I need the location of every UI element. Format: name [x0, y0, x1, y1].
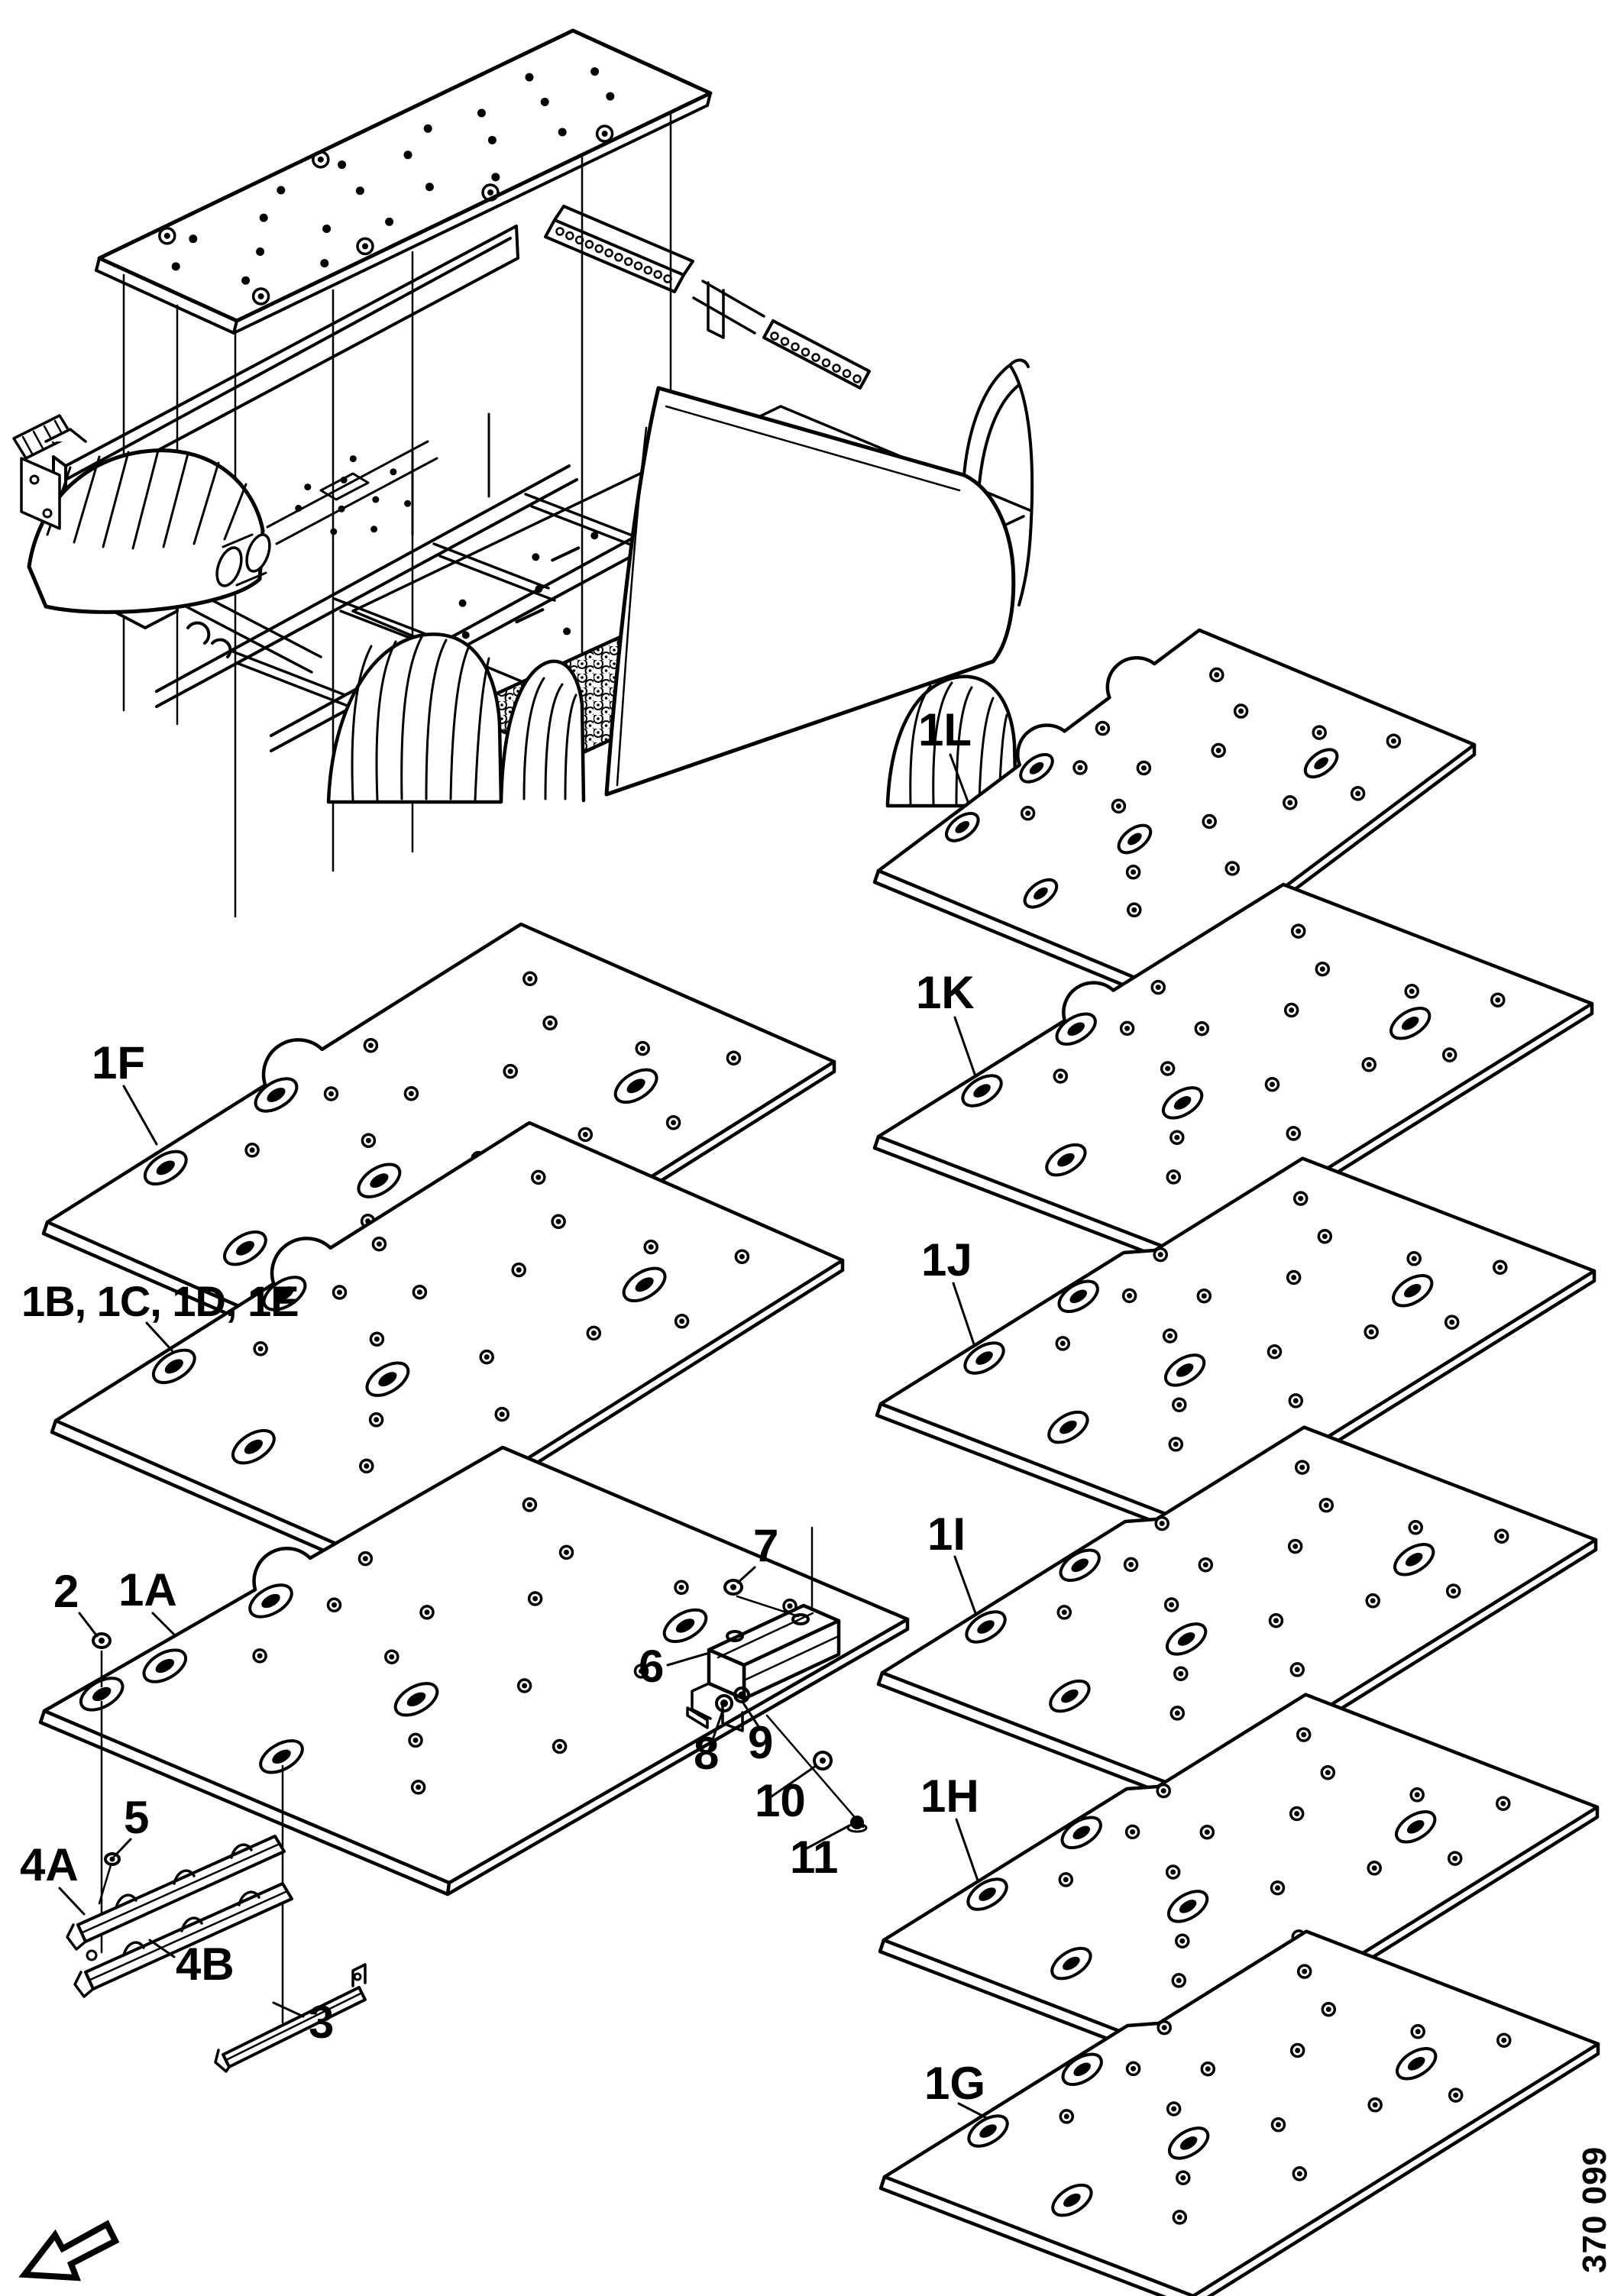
mid-wheel-arch	[326, 632, 586, 804]
leader-3	[272, 2001, 305, 2018]
bolt-axis-line	[765, 1714, 865, 1829]
leader-6	[666, 1652, 708, 1667]
part-3-rail	[214, 1963, 367, 2073]
leader-1j	[952, 1282, 975, 1346]
leader-1f	[122, 1085, 158, 1146]
part-10-washer	[813, 1751, 833, 1771]
riveted-rail-front	[544, 205, 765, 339]
small-parts	[66, 1526, 868, 2073]
underfloor-cylinder	[215, 533, 271, 587]
leader-11	[805, 1824, 851, 1850]
leader-5	[113, 1838, 132, 1858]
floor-plate-1l	[872, 628, 1477, 999]
callout-11: 11	[790, 1832, 838, 1883]
leader-1h	[955, 1818, 979, 1882]
leader-1bcde	[145, 1321, 173, 1352]
callout-8: 8	[694, 1728, 719, 1779]
callout-1f: 1F	[92, 1037, 145, 1088]
callout-6: 6	[639, 1641, 664, 1692]
part-11-bolt	[846, 1816, 868, 1833]
callout-9: 9	[748, 1717, 773, 1768]
callout-3: 3	[309, 1997, 334, 2048]
leader-7	[736, 1566, 756, 1584]
callout-1l: 1L	[918, 704, 972, 755]
callout-1a: 1A	[118, 1564, 177, 1615]
figure-number: 370 099	[1576, 2146, 1613, 2273]
callout-1h: 1H	[920, 1771, 979, 1822]
floor-plates-group	[38, 628, 1600, 2296]
callout-4a: 4A	[20, 1839, 79, 1890]
callout-2: 2	[53, 1566, 79, 1617]
chassis-lifted-floor-plate	[95, 28, 713, 335]
part-5-bolt	[98, 1852, 121, 1905]
part-4b-rail	[73, 1882, 293, 1998]
leader-1k	[953, 1016, 977, 1078]
callout-1bcde: 1B, 1C, 1D, 1E	[21, 1277, 299, 1325]
corner-pillar	[962, 358, 1034, 606]
leader-1a	[151, 1612, 177, 1638]
callout-1g: 1G	[924, 2058, 985, 2109]
part-2-bolt	[92, 1632, 112, 1649]
callout-10: 10	[755, 1775, 806, 1826]
leader-1l	[949, 753, 970, 805]
leader-9	[741, 1700, 761, 1729]
rear-right-wheel-arch	[885, 674, 1018, 808]
orientation-arrow-icon	[18, 2220, 120, 2281]
part-6-bracket	[686, 1603, 841, 1732]
part-8-bolt	[715, 1694, 733, 1712]
leader-10	[770, 1764, 817, 1798]
floor-plate-1a	[38, 1445, 910, 1897]
leader-1i	[953, 1555, 977, 1615]
callout-1k: 1K	[916, 967, 975, 1018]
leader-4b	[148, 1939, 176, 1958]
callout-labels: 1A 1B, 1C, 1D, 1E 1F 1G 1H 1I 1J 1K 1L 2…	[20, 704, 985, 2109]
callout-1j: 1J	[921, 1234, 972, 1285]
side-panel	[604, 358, 1034, 797]
ladder-frame	[155, 464, 693, 752]
callout-4b: 4B	[176, 1939, 235, 1990]
callout-5: 5	[124, 1792, 149, 1843]
chassis-illustration	[12, 28, 1034, 918]
leader-4a	[58, 1887, 86, 1916]
part-7-bolt	[723, 1579, 800, 1618]
frame-hooks	[186, 621, 232, 658]
part-4a-rail	[66, 1835, 286, 1951]
leader-8	[707, 1709, 724, 1752]
leader-1g	[957, 2102, 987, 2119]
floor-plate-1g	[878, 1929, 1600, 2296]
inner-braces	[266, 412, 490, 545]
leader-2	[78, 1612, 99, 1638]
leader-lines	[58, 753, 987, 2119]
riveted-rail-rear	[762, 319, 871, 390]
callout-7: 7	[753, 1520, 778, 1571]
front-left-wheel-arch	[20, 428, 265, 614]
callout-1i: 1I	[927, 1509, 966, 1560]
